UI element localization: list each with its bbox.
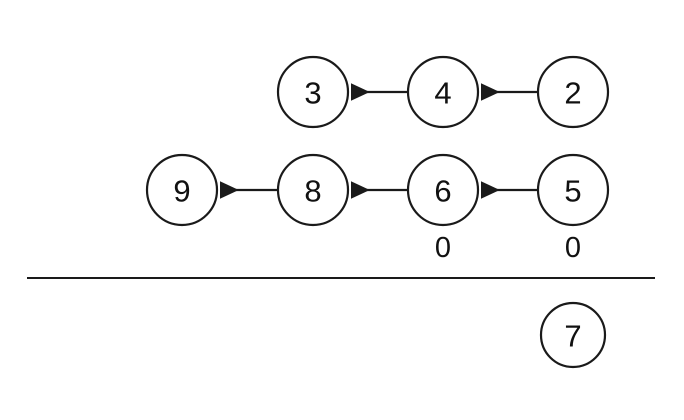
- annotation-under-node-5: 0: [565, 232, 581, 264]
- node-label: 6: [434, 174, 451, 209]
- graph-node-9[interactable]: 9: [145, 153, 219, 227]
- node-label: 4: [434, 76, 451, 111]
- node-label: 5: [564, 174, 581, 209]
- node-label: 3: [304, 76, 321, 111]
- graph-node-6[interactable]: 6: [406, 153, 480, 227]
- node-circle: [536, 153, 610, 227]
- node-circle: [276, 153, 350, 227]
- upper-chain-group: 3 4 2: [276, 55, 610, 129]
- node-label: 9: [173, 174, 190, 209]
- node-circle: [406, 153, 480, 227]
- annotation-group: 0 0: [435, 232, 581, 264]
- node-circle: [276, 55, 350, 129]
- graph-node-3[interactable]: 3: [276, 55, 350, 129]
- graph-node-4[interactable]: 4: [406, 55, 480, 129]
- node-circle: [145, 153, 219, 227]
- node-circle: [536, 55, 610, 129]
- graph-node-8[interactable]: 8: [276, 153, 350, 227]
- node-circle: [406, 55, 480, 129]
- node-label: 7: [564, 319, 581, 354]
- node-label: 8: [304, 174, 321, 209]
- lower-chain-group: 9 8 6 5: [145, 153, 610, 227]
- below-divider-group: 7: [539, 301, 607, 369]
- node-label: 2: [564, 76, 581, 111]
- graph-node-7[interactable]: 7: [539, 301, 607, 369]
- node-circle: [539, 301, 607, 369]
- graph-node-5[interactable]: 5: [536, 153, 610, 227]
- annotation-under-node-6: 0: [435, 232, 451, 264]
- graph-node-2[interactable]: 2: [536, 55, 610, 129]
